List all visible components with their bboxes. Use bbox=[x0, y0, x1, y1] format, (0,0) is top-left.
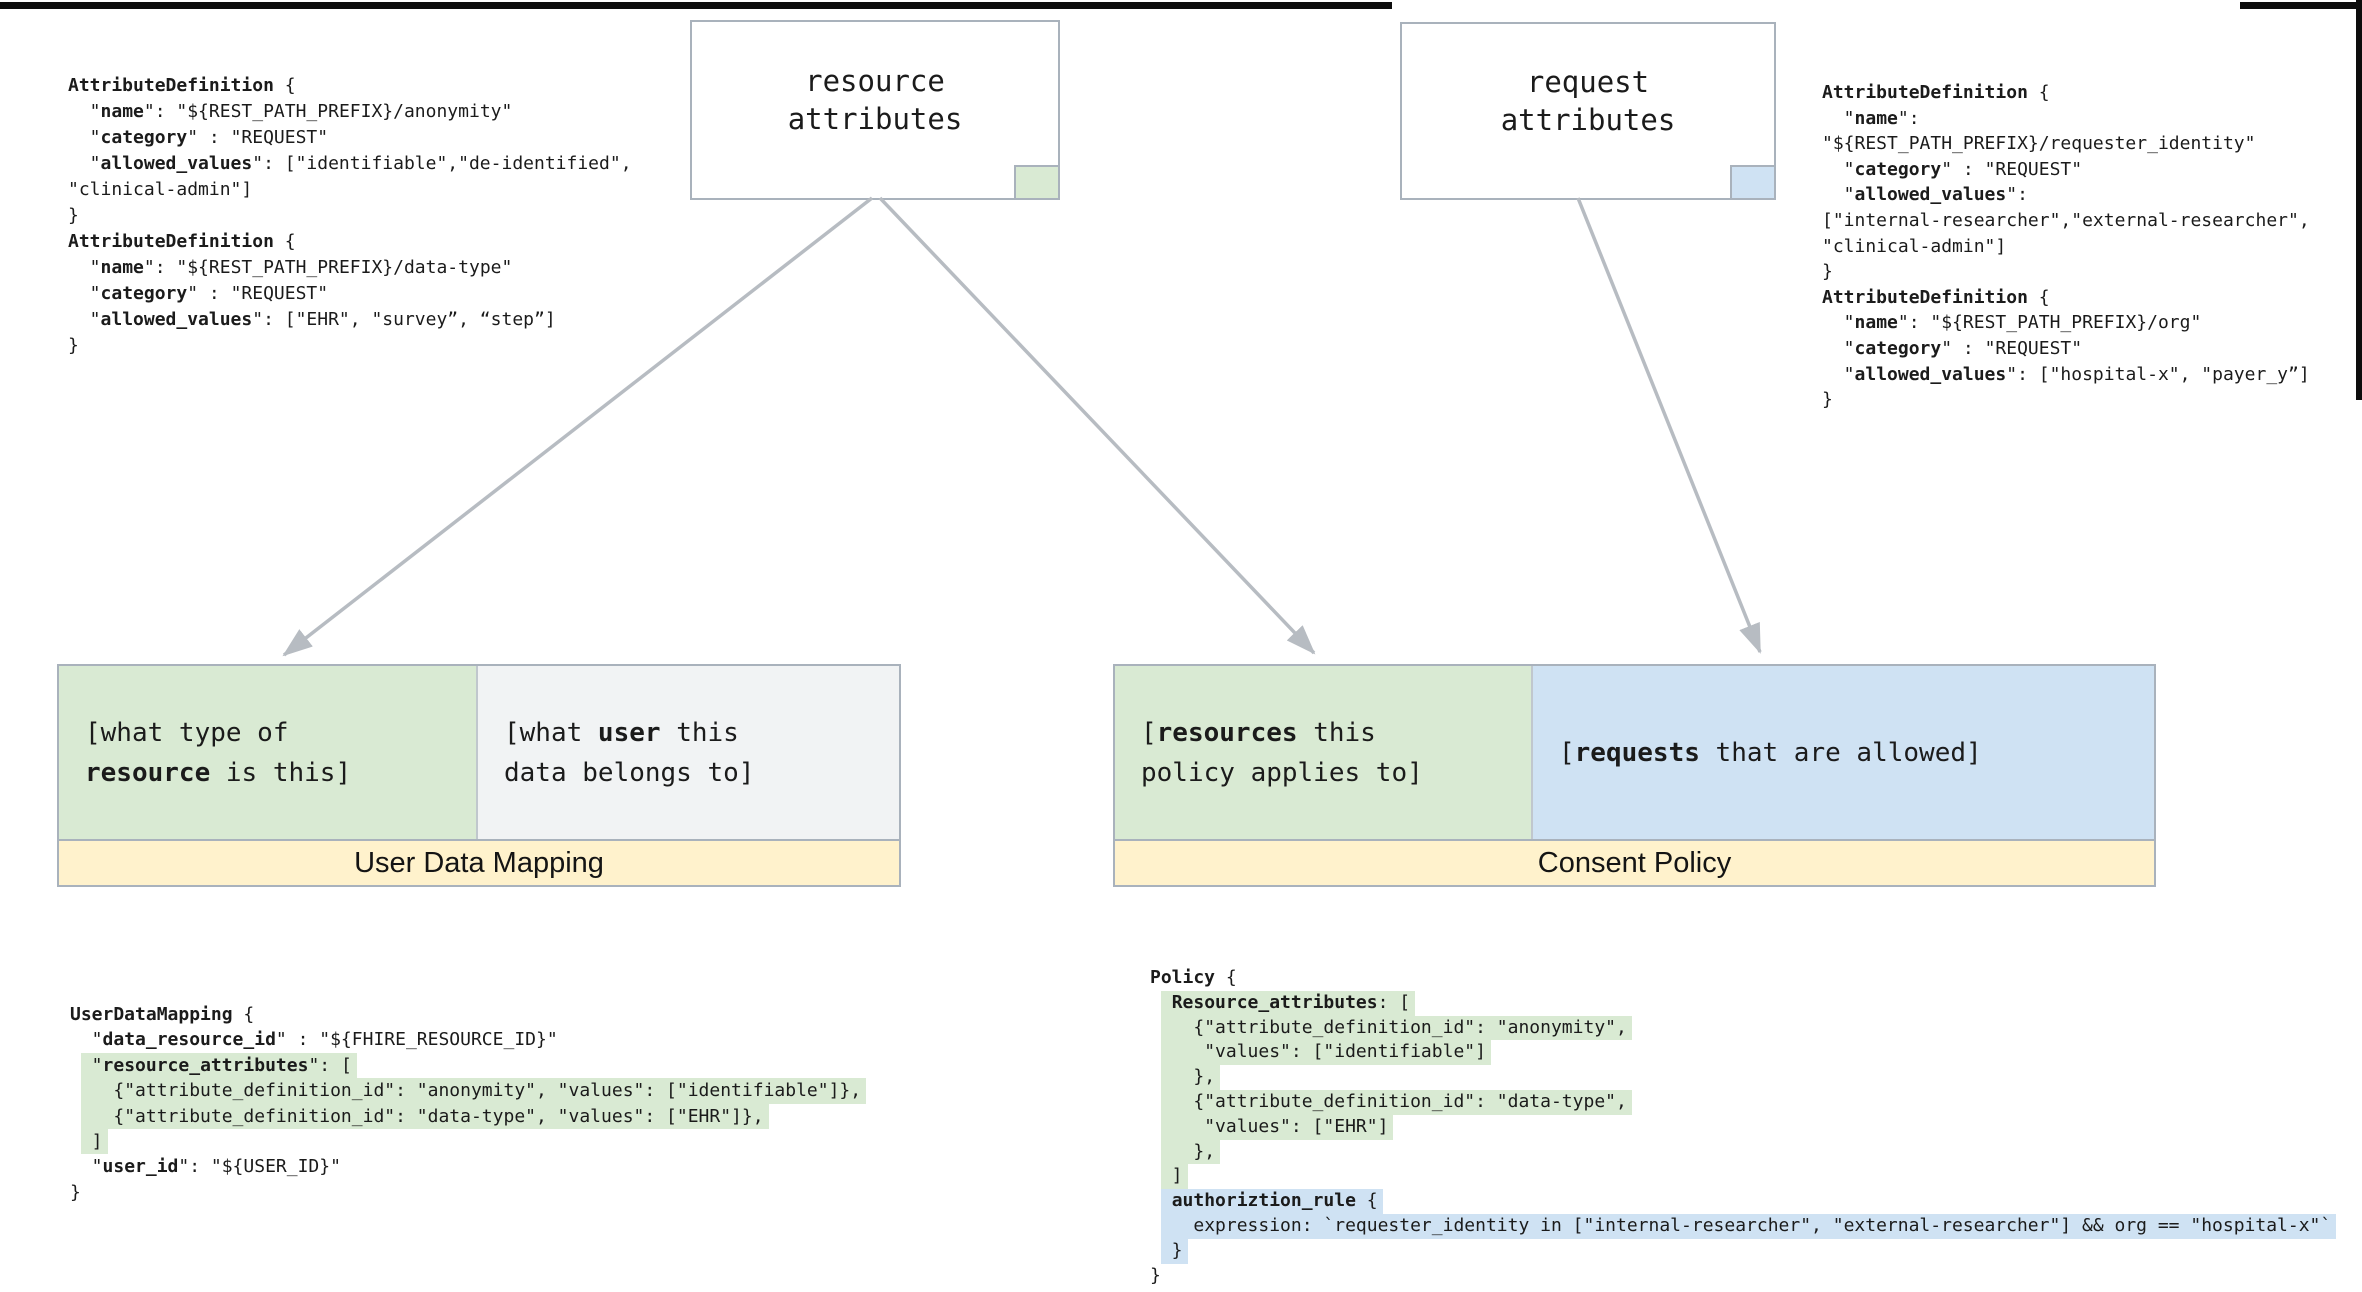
consent-policy-title: Consent Policy bbox=[1537, 846, 1732, 879]
resource-attributes-label-line1: resource bbox=[805, 64, 945, 98]
policy-code: Policy { Resource_attributes: [ {"attrib… bbox=[1150, 966, 2337, 1288]
resource-attributes-label: resource attributes bbox=[788, 62, 963, 138]
resource-attributes-label-line2: attributes bbox=[787, 102, 963, 136]
screen-edge-line-top-left bbox=[0, 2, 1392, 9]
requests-allowed-cell: [requests that are allowed] bbox=[1533, 666, 2154, 839]
screen-edge-line-top-right bbox=[2240, 2, 2362, 9]
user-data-mapping-code: UserDataMapping { "data_resource_id" : "… bbox=[70, 1002, 867, 1205]
user-data-mapping-title: User Data Mapping bbox=[354, 846, 604, 879]
user-data-mapping-title-band: User Data Mapping bbox=[59, 841, 899, 885]
request-blue-color-swatch bbox=[1730, 165, 1776, 200]
consent-policy-title-band: Consent Policy bbox=[1115, 841, 2154, 885]
request-attributes-label-line2: attributes bbox=[1500, 103, 1676, 137]
screen-edge-line-right bbox=[2356, 0, 2362, 400]
resource-attributes-box: resource attributes bbox=[690, 20, 1060, 200]
request-attributes-label: request attributes bbox=[1501, 63, 1676, 139]
request-attributes-box: request attributes bbox=[1400, 22, 1776, 200]
attribute-definitions-resource-code: AttributeDefinition { "name": "${REST_PA… bbox=[68, 75, 632, 356]
resource-green-color-swatch bbox=[1014, 165, 1060, 200]
request-attributes-label-line1: request bbox=[1526, 65, 1650, 99]
arrow-request-to-consent-policy bbox=[1576, 197, 1762, 654]
arrow-resource-to-consent-policy bbox=[878, 196, 1316, 655]
attribute-definitions-request-code: AttributeDefinition { "name":"${REST_PAT… bbox=[1822, 82, 2310, 411]
